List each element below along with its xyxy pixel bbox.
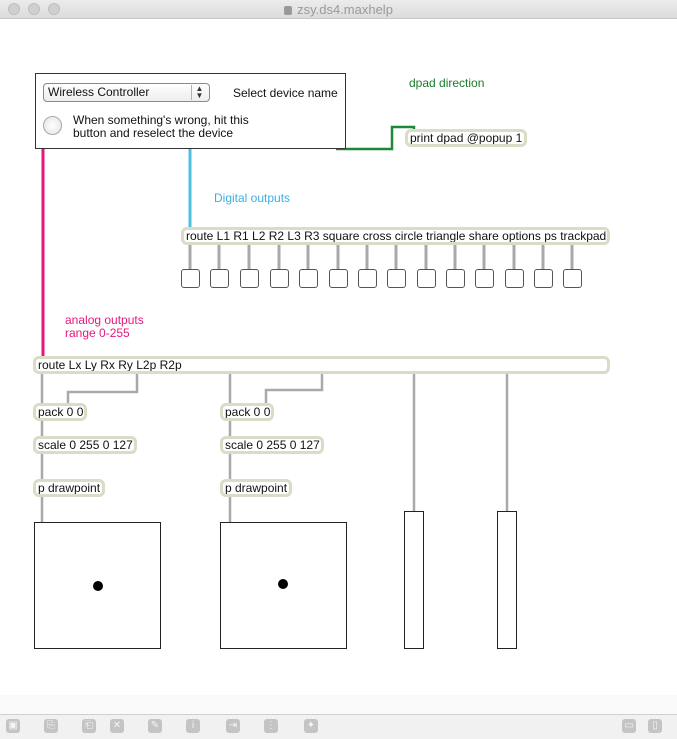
outlet[interactable] [35, 451, 44, 454]
lcd-left-stick[interactable] [34, 522, 161, 649]
sidebar-left-icon[interactable]: ▭ [622, 719, 636, 733]
copy-icon[interactable]: ⎘ [44, 719, 58, 733]
delete-icon[interactable]: ✕ [110, 719, 124, 733]
toggle-L2[interactable] [240, 269, 259, 288]
route-digital-object[interactable]: route L1 R1 L2 R2 L3 R3 square cross cir… [181, 227, 610, 245]
menu-stepper-icon[interactable]: ▲▼ [191, 85, 207, 100]
cords-analog [40, 373, 509, 522]
window-title: zsy.ds4.maxhelp [0, 2, 677, 17]
device-menu[interactable]: Wireless Controller ▲▼ [43, 83, 210, 102]
cord-dpad[interactable] [336, 125, 416, 151]
inlet[interactable] [183, 227, 192, 230]
pack-right-object[interactable]: pack 0 0 [220, 403, 274, 421]
digital-outputs-comment: Digital outputs [214, 191, 291, 205]
toggle-square[interactable] [358, 269, 377, 288]
drawpoint-left-object[interactable]: p drawpoint [33, 479, 105, 497]
inlet[interactable] [35, 479, 44, 482]
outlet[interactable] [222, 494, 231, 497]
select-device-label: Select device name [233, 86, 338, 100]
toggle-cross[interactable] [387, 269, 406, 288]
sidebar-right-icon[interactable]: ▯ [648, 719, 662, 733]
toggle-options[interactable] [505, 269, 524, 288]
route-analog-label: route Lx Ly Rx Ry L2p R2p [38, 358, 182, 372]
presentation-icon[interactable]: ✎ [148, 719, 162, 733]
patcher-toolbar: ▣ ⎘ ⎗ ✕ ✎ i ⇥ ⋮ ✦ ▭ ▯ [0, 714, 677, 739]
inlet[interactable] [35, 436, 44, 439]
device-selector-bpatcher[interactable]: Wireless Controller ▲▼ Select device nam… [35, 73, 346, 149]
horizontal-scroll-area[interactable] [0, 695, 677, 714]
drawpoint-right-object[interactable]: p drawpoint [220, 479, 292, 497]
outlet[interactable] [35, 371, 44, 374]
stick-position-dot [93, 581, 103, 591]
print-dpad-label: print dpad @popup 1 [410, 131, 523, 145]
connect-icon[interactable]: ⇥ [226, 719, 240, 733]
scale-right-object[interactable]: scale 0 255 0 127 [220, 436, 324, 454]
zoom-window-button[interactable] [48, 3, 60, 15]
lcd-right-stick[interactable] [220, 522, 347, 649]
window-title-text: zsy.ds4.maxhelp [297, 2, 393, 17]
pack-left-object[interactable]: pack 0 0 [33, 403, 87, 421]
outlet[interactable] [35, 418, 44, 421]
slider-L2p[interactable] [404, 511, 424, 649]
inlet[interactable] [222, 403, 231, 406]
toggle-L1[interactable] [181, 269, 200, 288]
pack-left-label: pack 0 0 [38, 405, 84, 419]
inlet[interactable] [35, 403, 44, 406]
window-titlebar: zsy.ds4.maxhelp [0, 0, 677, 19]
toggle-trackpad[interactable] [563, 269, 582, 288]
close-window-button[interactable] [8, 3, 20, 15]
grid-icon[interactable]: ⋮ [264, 719, 278, 733]
toggle-L3[interactable] [299, 269, 318, 288]
toggle-R1[interactable] [210, 269, 229, 288]
minimize-window-button[interactable] [28, 3, 40, 15]
dpad-direction-comment: dpad direction [409, 76, 485, 90]
outlet[interactable] [183, 242, 192, 245]
route-analog-object[interactable]: route Lx Ly Rx Ry L2p R2p [33, 356, 610, 374]
inlet[interactable] [407, 129, 416, 132]
cords-digital-toggles [188, 244, 574, 270]
toggle-share[interactable] [475, 269, 494, 288]
paste-icon[interactable]: ⎗ [82, 719, 96, 733]
scale-left-object[interactable]: scale 0 255 0 127 [33, 436, 137, 454]
document-icon [284, 6, 293, 15]
outlet[interactable] [407, 144, 416, 147]
reset-button[interactable] [43, 116, 62, 135]
toggle-R3[interactable] [329, 269, 348, 288]
stick-position-dot [278, 579, 288, 589]
toggle-ps[interactable] [534, 269, 553, 288]
debug-icon[interactable]: ✦ [304, 719, 318, 733]
scale-right-label: scale 0 255 0 127 [225, 438, 320, 452]
inlet[interactable] [35, 356, 44, 359]
lock-icon[interactable]: ▣ [6, 719, 20, 733]
scale-left-label: scale 0 255 0 127 [38, 438, 133, 452]
inlet[interactable] [222, 436, 231, 439]
outlet[interactable] [222, 451, 231, 454]
drawpoint-right-label: p drawpoint [225, 481, 288, 495]
toggle-circle[interactable] [417, 269, 436, 288]
outlet[interactable] [35, 494, 44, 497]
toggle-R2[interactable] [270, 269, 289, 288]
slider-R2p[interactable] [497, 511, 517, 649]
info-icon[interactable]: i [186, 719, 200, 733]
print-dpad-object[interactable]: print dpad @popup 1 [405, 129, 527, 147]
device-menu-value: Wireless Controller [48, 85, 150, 99]
route-digital-label: route L1 R1 L2 R2 L3 R3 square cross cir… [186, 229, 607, 243]
toggle-triangle[interactable] [446, 269, 465, 288]
inlet[interactable] [222, 479, 231, 482]
analog-outputs-comment: analog outputs range 0-255 [65, 313, 144, 340]
outlet[interactable] [222, 418, 231, 421]
reset-hint-text: When something's wrong, hit this button … [73, 113, 249, 140]
pack-right-label: pack 0 0 [225, 405, 271, 419]
drawpoint-left-label: p drawpoint [38, 481, 101, 495]
